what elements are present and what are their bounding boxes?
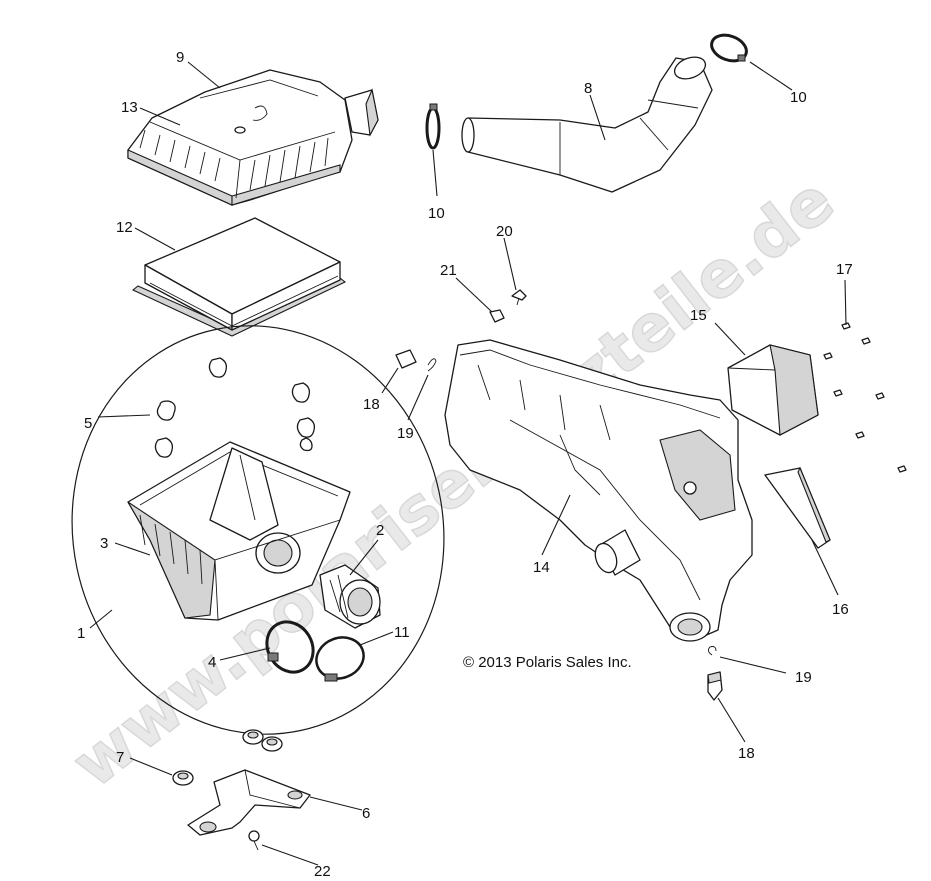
intake-housing [444, 339, 753, 642]
drain-plug-upper [395, 349, 437, 372]
callout-17: 17 [836, 261, 853, 278]
callout-4: 4 [208, 654, 216, 671]
hose-clamps [265, 620, 365, 682]
intake-boot [319, 564, 381, 629]
callout-20: 20 [496, 223, 513, 240]
panel [764, 466, 831, 549]
callout-11: 11 [394, 624, 410, 641]
callout-7: 7 [116, 749, 124, 766]
screws [823, 322, 907, 473]
airbox-cover [127, 69, 379, 206]
intake-duct [461, 56, 713, 193]
callout-8: 8 [584, 80, 592, 97]
airbox-base [127, 441, 351, 621]
callout-14: 14 [533, 559, 550, 576]
callout-19a: 19 [397, 425, 414, 442]
callout-5: 5 [84, 415, 92, 432]
drain-plug-lower [707, 646, 723, 701]
callout-19b: 19 [795, 669, 812, 686]
callout-22: 22 [314, 863, 331, 880]
callout-labels: 9 13 12 5 3 2 1 4 11 7 6 22 8 10 10 20 2… [77, 49, 853, 880]
small-fasteners [489, 289, 527, 323]
callout-21: 21 [440, 262, 457, 279]
callout-18b: 18 [738, 745, 755, 762]
callout-15: 15 [690, 307, 707, 324]
callout-12: 12 [116, 219, 133, 236]
callout-3: 3 [100, 535, 108, 552]
screw [248, 830, 260, 851]
assembly-boundary [71, 325, 445, 735]
air-filter [131, 217, 347, 337]
callout-6: 6 [362, 805, 370, 822]
duct-clamps [425, 33, 748, 150]
leader-lines [89, 61, 847, 866]
mounting-bracket [187, 769, 311, 836]
callout-2: 2 [376, 522, 384, 539]
callout-10b: 10 [790, 89, 807, 106]
callout-10a: 10 [428, 205, 445, 222]
grommets [172, 729, 283, 786]
callout-1: 1 [77, 625, 85, 642]
callout-16: 16 [832, 601, 849, 618]
callout-18a: 18 [363, 396, 380, 413]
foam-block [727, 344, 819, 436]
callout-13: 13 [121, 99, 138, 116]
copyright-text: © 2013 Polaris Sales Inc. [463, 654, 632, 671]
callout-9: 9 [176, 49, 184, 66]
